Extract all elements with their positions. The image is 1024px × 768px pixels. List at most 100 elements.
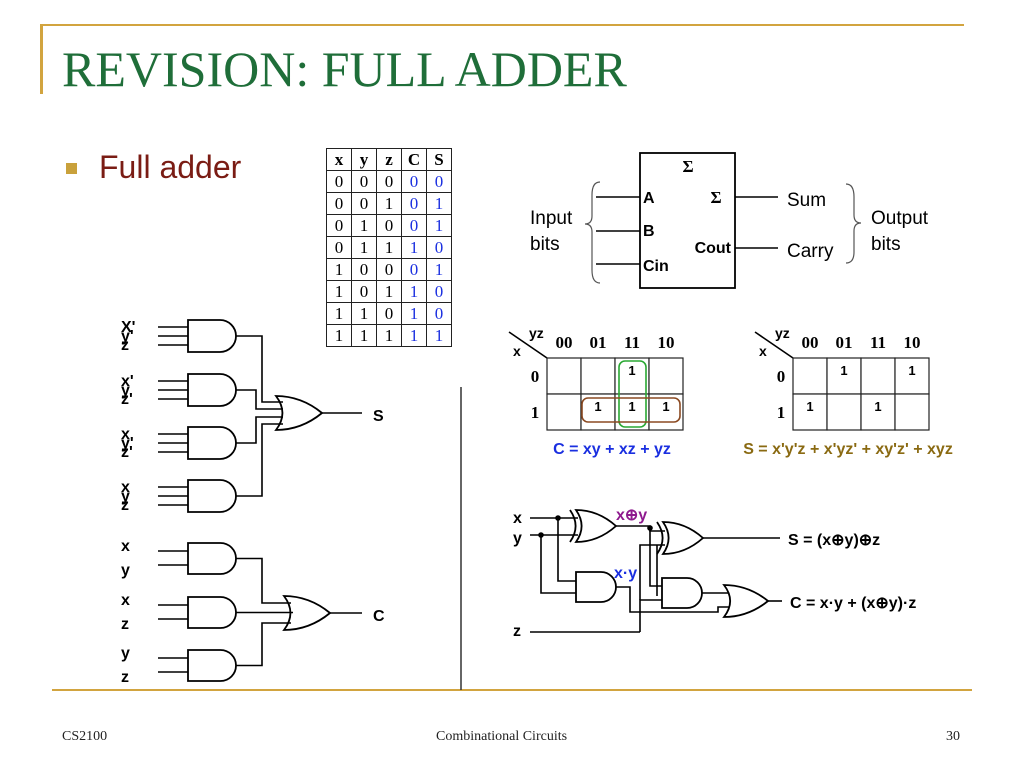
- output-label-line1: Output: [871, 208, 929, 229]
- footer-divider: [52, 689, 972, 691]
- xor-input-y-label: y: [513, 530, 522, 547]
- and-gate: [187, 479, 237, 513]
- footer-page-number: 30: [946, 729, 960, 744]
- xor1-output-wire: [616, 525, 665, 532]
- or-input-wire: [236, 335, 283, 403]
- or-input-wire: [236, 389, 283, 410]
- xor1-to-and-wire: [649, 528, 662, 587]
- adder-box: [639, 152, 736, 289]
- pin-a-label: A: [643, 190, 655, 207]
- and-gate: [187, 426, 237, 460]
- sop-s-input-label: z': [121, 391, 133, 408]
- or-input-wire: [236, 622, 291, 667]
- carry-equation: C = xy + xz + yz: [553, 441, 671, 458]
- carry-cell-value: 1: [628, 363, 635, 378]
- sum-cell: [894, 393, 930, 431]
- sum-cell-value: 1: [874, 399, 881, 414]
- sop-c-output-label: C: [373, 608, 385, 625]
- sop-s-input-label: y: [121, 488, 130, 505]
- sigma-out-label: Σ: [710, 188, 721, 207]
- sum-col-head: 01: [836, 333, 853, 352]
- xor-carry-output-label: C = x·y + (x⊕y)·z: [790, 595, 916, 612]
- carry-group-yz: [618, 360, 647, 428]
- or-gate: [274, 395, 324, 431]
- or-input-wire: [236, 557, 291, 604]
- sigma-top-label: Σ: [682, 157, 693, 176]
- carry-group-x: [581, 397, 681, 423]
- sop-s-input-label: y': [121, 328, 134, 345]
- x-to-and-wire: [557, 518, 576, 582]
- carry-cell: [546, 357, 582, 395]
- output-label-line2: bits: [871, 234, 901, 255]
- title-accent-vertical: [40, 24, 43, 94]
- carry-row-var: x: [513, 343, 521, 359]
- sum-col-head: 10: [904, 333, 921, 352]
- or-gate: [661, 521, 705, 555]
- carry-col-head: 11: [624, 333, 640, 352]
- carry-label: Carry: [787, 241, 834, 262]
- pin-cout-label: Cout: [695, 240, 732, 257]
- sum-col-head: 00: [802, 333, 819, 352]
- truth-table-cell: 0: [426, 236, 452, 259]
- and1-to-or-wire: [616, 586, 729, 613]
- and-gate: [661, 577, 703, 609]
- carry-cell-value: 1: [662, 399, 669, 414]
- sum-row-head: 1: [777, 403, 786, 422]
- slide-title: REVISION: FULL ADDER: [62, 41, 627, 97]
- xor-label: x⊕y: [616, 507, 647, 524]
- sop-s-input-label: z: [121, 337, 129, 354]
- sum-row-head: 0: [777, 367, 786, 386]
- carry-cell: [648, 357, 684, 395]
- xor-gate-back-curve: [656, 521, 664, 555]
- footer-topic: Combinational Circuits: [436, 729, 568, 744]
- sum-cell-value: 1: [908, 363, 915, 378]
- sum-cell-value: 1: [806, 399, 813, 414]
- carry-col-head: 00: [556, 333, 573, 352]
- sop-s-input-label: x: [121, 479, 130, 496]
- sop-s-input-label: x: [121, 426, 130, 443]
- sum-col-var: yz: [775, 325, 790, 341]
- and-gate: [187, 596, 237, 629]
- carry-col-var: yz: [529, 325, 544, 341]
- sum-equation: S = x'y'z + x'yz' + xy'z' + xyz: [743, 441, 953, 458]
- sum-cell: [792, 393, 828, 431]
- sum-label: Sum: [787, 190, 826, 211]
- or-input-wire: [236, 423, 283, 497]
- bullet-text: Full adder: [99, 149, 242, 185]
- sum-cell: [826, 393, 862, 431]
- pin-cin-label: Cin: [643, 258, 669, 275]
- truth-table-cell: 1: [426, 214, 452, 237]
- sop-c-input-label: y: [121, 645, 130, 662]
- z-to-and-wire: [639, 599, 662, 632]
- input-brace: [584, 181, 601, 284]
- xor-sum-output-label: S = (x⊕y)⊕z: [788, 532, 880, 549]
- sop-c-input-label: y: [121, 562, 130, 579]
- z-to-xor2-wire: [639, 544, 665, 600]
- and-gate: [187, 649, 237, 682]
- input-label-line2: bits: [530, 234, 560, 255]
- sop-s-input-label: X': [121, 319, 135, 336]
- y-to-and-wire: [540, 535, 576, 594]
- bullet-marker: [66, 163, 77, 174]
- sum-cell: [860, 357, 896, 395]
- sop-c-input-label: z: [121, 669, 129, 686]
- or-input-wire: [236, 416, 283, 444]
- carry-cell: [648, 393, 684, 431]
- sop-s-input-label: y: [121, 382, 130, 399]
- and-gate: [187, 319, 237, 353]
- sum-row-var: x: [759, 343, 767, 359]
- xor-input-x-label: x: [513, 510, 522, 527]
- sop-c-input-label: z: [121, 616, 129, 633]
- carry-col-head: 10: [658, 333, 675, 352]
- sop-c-input-label: x: [121, 592, 130, 609]
- kmap-diagonal: [508, 331, 548, 359]
